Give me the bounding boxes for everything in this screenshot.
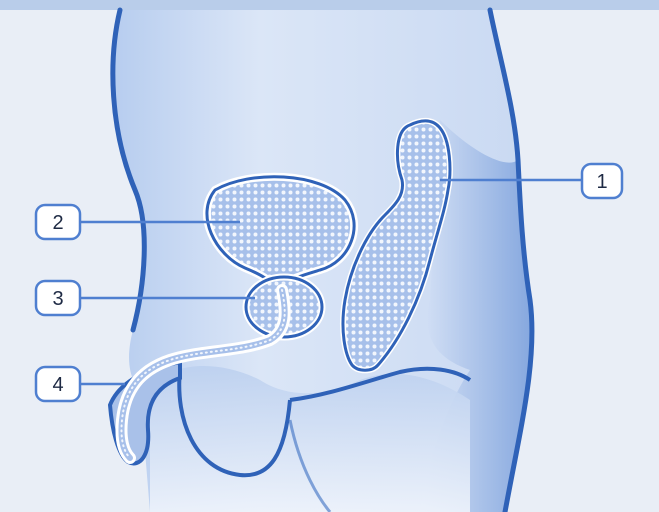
callout-4-label: 4 bbox=[52, 374, 63, 396]
callout-4: 4 bbox=[36, 367, 80, 401]
callout-3-label: 3 bbox=[52, 288, 63, 310]
callout-1: 1 bbox=[582, 164, 622, 198]
callout-2-label: 2 bbox=[52, 212, 63, 234]
callout-3: 3 bbox=[36, 281, 80, 315]
top-edge bbox=[0, 0, 659, 10]
callout-1-label: 1 bbox=[596, 171, 607, 193]
callout-2: 2 bbox=[36, 205, 80, 239]
